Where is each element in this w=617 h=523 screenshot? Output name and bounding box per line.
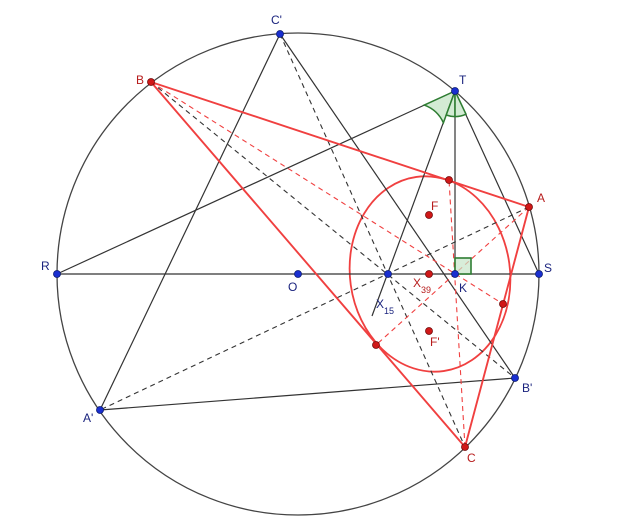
dash-C-prime-C [279, 33, 466, 448]
line-A-prime-B-prime [99, 377, 516, 411]
point-F [425, 211, 433, 219]
dashed-lines [99, 33, 530, 448]
red-points [147, 78, 533, 451]
label-X15-sub: 15 [384, 306, 394, 316]
point-R [53, 270, 61, 278]
label-A-prime: A' [83, 411, 93, 425]
point-B-prime [511, 374, 519, 382]
point-K [451, 270, 459, 278]
label-O: O [288, 280, 297, 294]
label-F: F [431, 199, 438, 213]
angle-wedge-1 [422, 89, 457, 125]
point-S [535, 270, 543, 278]
dash-C-tangency-AB [448, 179, 466, 448]
tangency-point-AB [445, 176, 453, 184]
labels: C' B T A F R O X15 X39 K S F' A' B' C [41, 13, 552, 465]
tangency-point-AC [499, 300, 507, 308]
label-B-prime: B' [522, 381, 532, 395]
right-angle-mark-K [454, 257, 472, 275]
point-C [461, 443, 469, 451]
dash-A-A-prime [99, 206, 530, 411]
solid-lines [56, 33, 540, 411]
label-B: B [136, 73, 144, 87]
label-K: K [459, 281, 467, 295]
point-C-prime [276, 30, 284, 38]
point-T [451, 87, 459, 95]
label-X15: X15 [376, 297, 394, 316]
label-F-prime: F' [430, 335, 440, 349]
dash-B-tangency-AC [150, 81, 504, 305]
dashed-red-lines [150, 81, 530, 448]
tangency-point-BC [372, 341, 380, 349]
inellipse [348, 175, 512, 373]
point-X15 [384, 270, 392, 278]
label-X15-main: X [376, 297, 384, 311]
label-C: C [467, 451, 476, 465]
label-X39-main: X [413, 276, 421, 290]
point-B [147, 78, 155, 86]
dash-B-B-prime [150, 81, 516, 379]
label-R: R [41, 259, 50, 273]
label-A: A [537, 191, 545, 205]
blue-points [53, 30, 543, 414]
label-X39-sub: 39 [421, 285, 431, 295]
point-F-prime [425, 327, 433, 335]
label-T: T [459, 73, 467, 87]
label-S: S [544, 261, 552, 275]
angle-marks-at-T [422, 89, 468, 125]
line-R-T [56, 90, 456, 275]
label-C-prime: C' [271, 13, 282, 27]
label-X39: X39 [413, 276, 431, 295]
line-T-S [454, 90, 540, 275]
point-A [525, 203, 533, 211]
point-A-prime [96, 406, 104, 414]
line-C-prime-B-prime [279, 33, 516, 379]
point-O [294, 270, 302, 278]
line-C-prime-A-prime [99, 33, 281, 411]
angle-wedge-3 [454, 90, 468, 118]
triangle-ABC [150, 81, 530, 448]
line-T-X15 [371, 90, 456, 317]
point-X39 [425, 270, 433, 278]
